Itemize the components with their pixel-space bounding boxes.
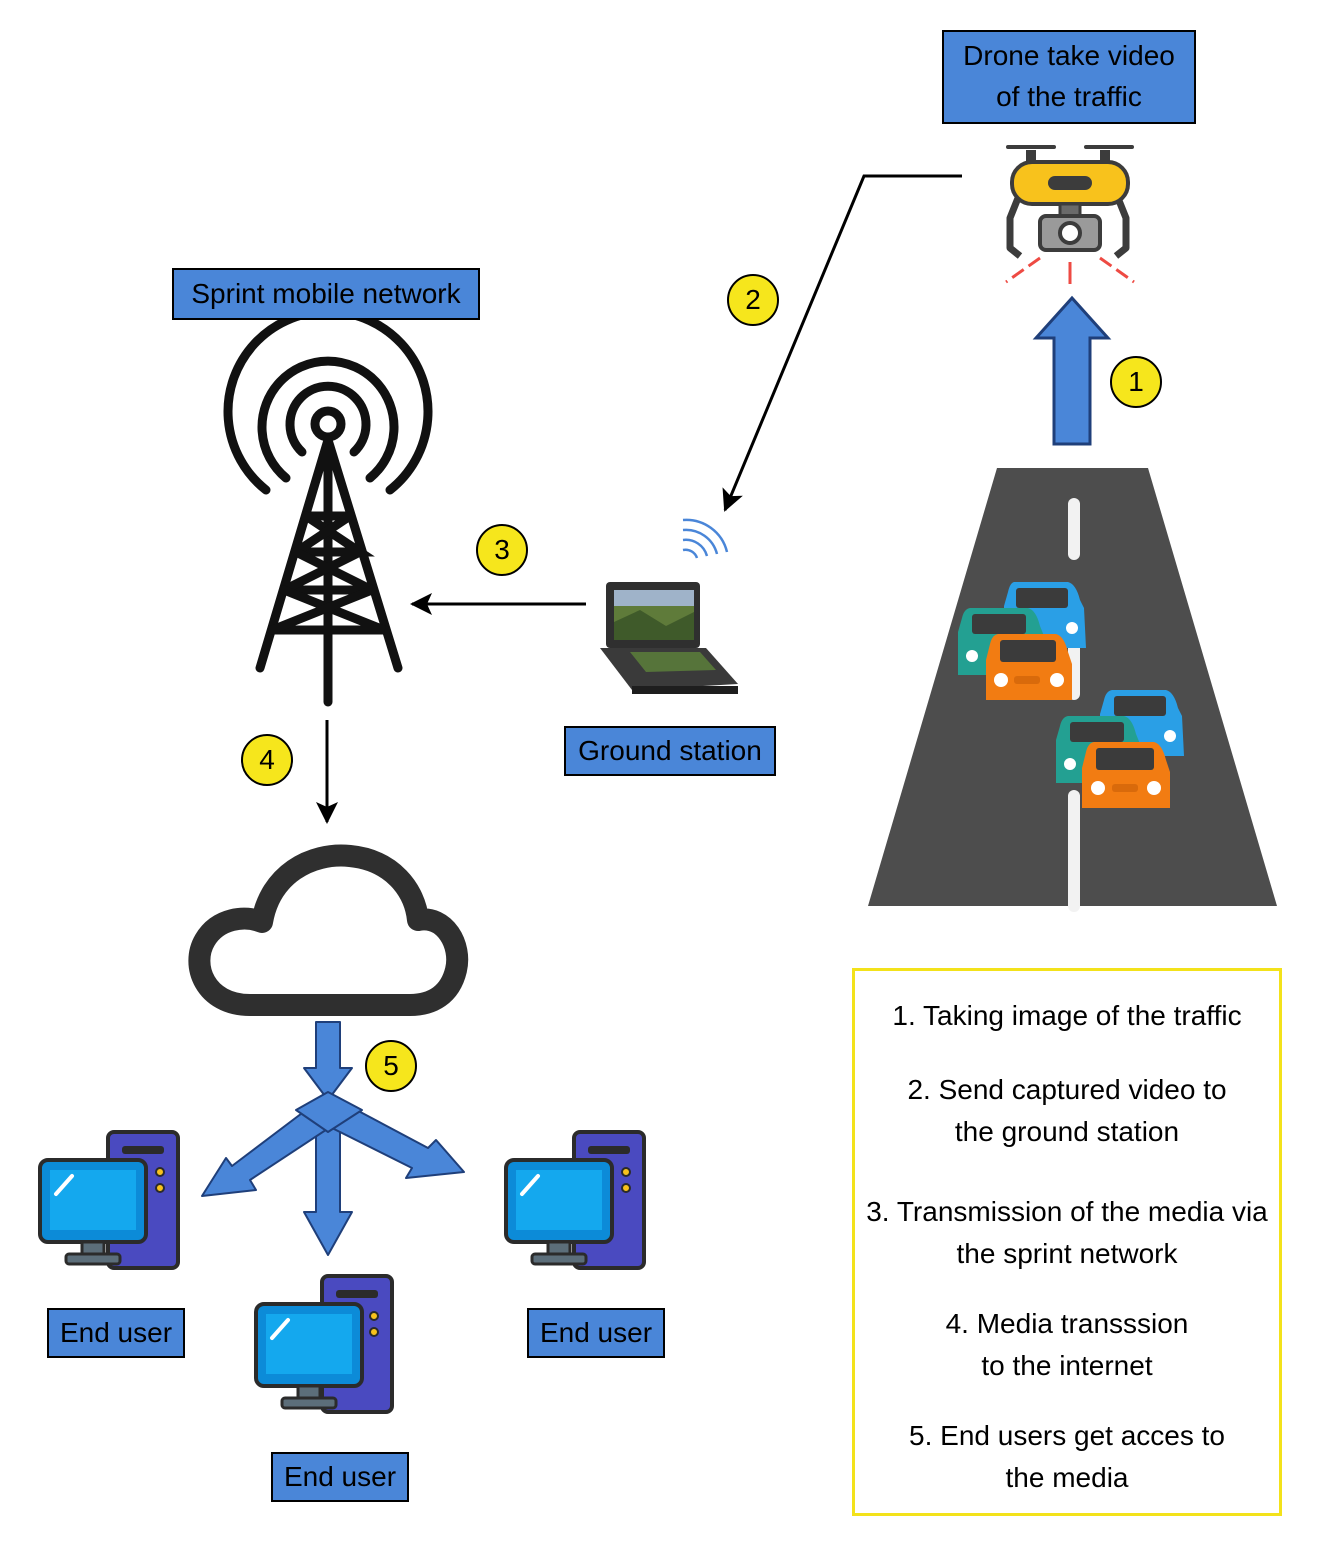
- laptop-icon: [600, 582, 738, 694]
- legend-step-4: 4. Media transssion to the internet: [945, 1308, 1189, 1381]
- end-user-label-bottom-text: End user: [283, 1460, 397, 1492]
- computer-icon: [254, 1274, 394, 1414]
- car-icon: [986, 634, 1072, 700]
- computer-icon: [38, 1130, 180, 1270]
- legend-box: 1. Taking image of the traffic 2. Send c…: [852, 968, 1282, 1516]
- drone-label-text: Drone take video of the traffic: [963, 40, 1175, 112]
- distribution-arrows: [201, 1021, 465, 1256]
- step-marker-5: 5: [365, 1040, 417, 1092]
- step-marker-3: 3: [476, 524, 528, 576]
- end-user-label-bottom: End user: [271, 1452, 409, 1502]
- drone-icon: [1005, 145, 1135, 284]
- car-icon: [1082, 742, 1170, 808]
- end-user-label-left: End user: [47, 1308, 185, 1358]
- legend-step-1: 1. Taking image of the traffic: [892, 1000, 1242, 1031]
- computer-icon: [504, 1130, 646, 1270]
- step-marker-4: 4: [241, 734, 293, 786]
- legend-step-2: 2. Send captured video to the ground sta…: [907, 1074, 1227, 1147]
- wifi-signal-icon: [682, 518, 729, 559]
- cell-tower-icon: [223, 307, 433, 707]
- step-marker-2: 2: [727, 274, 779, 326]
- network-label: Sprint mobile network: [172, 268, 480, 320]
- end-user-label-left-text: End user: [59, 1316, 173, 1348]
- legend-step-5: 5. End users get acces to the media: [909, 1420, 1225, 1493]
- end-user-label-right-text: End user: [539, 1316, 653, 1348]
- step-marker-1: 1: [1110, 356, 1162, 408]
- upload-arrow: [1032, 295, 1112, 446]
- network-label-text: Sprint mobile network: [191, 277, 461, 309]
- drone-label: Drone take video of the traffic: [942, 30, 1196, 124]
- cloud-icon: [188, 844, 469, 1016]
- legend-step-3: 3. Transmission of the media via the spr…: [866, 1196, 1268, 1269]
- end-user-label-right: End user: [527, 1308, 665, 1358]
- arrow-drone-to-ground: [722, 174, 962, 512]
- ground-station-label: Ground station: [564, 726, 776, 776]
- ground-station-label-text: Ground station: [578, 734, 762, 766]
- road-icon: [868, 468, 1277, 912]
